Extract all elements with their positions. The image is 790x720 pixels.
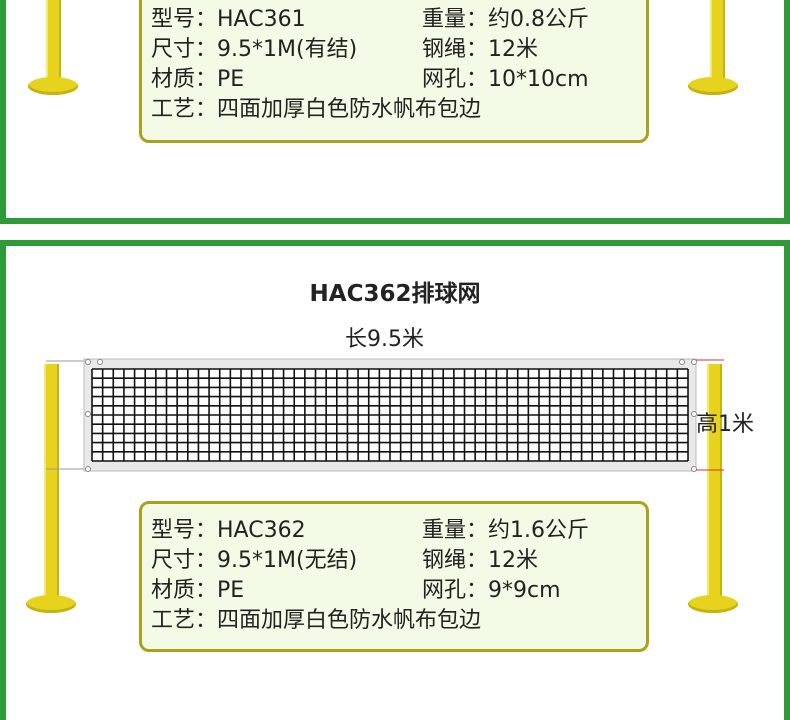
top-spec-box: 型号：HAC361 尺寸：9.5*1M(有结) 材质：PE 工艺：四面加厚白色防… xyxy=(139,0,649,143)
size-row: 尺寸：9.5*1M(无结) xyxy=(151,546,357,576)
size-label: 尺寸： xyxy=(151,548,218,573)
top-product-panel: 型号：HAC361 尺寸：9.5*1M(有结) 材质：PE 工艺：四面加厚白色防… xyxy=(0,0,790,224)
size-value: 9.5*1M(有结) xyxy=(217,37,358,62)
weight-value: 约1.6公斤 xyxy=(488,518,590,543)
model-row: 型号：HAC361 xyxy=(151,5,306,35)
net-grommet xyxy=(85,466,91,472)
weight-label: 重量： xyxy=(422,518,489,543)
mesh-value: 9*9cm xyxy=(488,578,561,603)
volleyball-net xyxy=(46,358,724,472)
weight-value: 约0.8公斤 xyxy=(488,7,590,32)
rope-value: 12米 xyxy=(488,37,539,62)
net-grommet xyxy=(85,359,91,365)
left-pole-base xyxy=(26,595,76,613)
net-grommet xyxy=(691,466,697,472)
model-row: 型号：HAC362 xyxy=(151,516,306,546)
right-pole-base xyxy=(688,77,738,95)
right-pole xyxy=(707,364,722,604)
right-pole-base xyxy=(688,595,738,613)
height-label: 高1米 xyxy=(696,412,754,437)
mesh-label: 网孔： xyxy=(422,578,489,603)
left-pole xyxy=(44,364,59,604)
net-grommet xyxy=(691,359,697,365)
craft-label: 工艺： xyxy=(151,97,218,122)
rope-label: 钢绳： xyxy=(422,37,489,62)
rope-row: 钢绳：12米 xyxy=(422,546,538,576)
product-title: HAC362排球网 xyxy=(309,281,481,307)
size-row: 尺寸：9.5*1M(有结) xyxy=(151,35,357,65)
material-value: PE xyxy=(217,578,245,603)
craft-row: 工艺：四面加厚白色防水帆布包边 xyxy=(151,606,481,636)
model-label: 型号： xyxy=(151,7,218,32)
weight-row: 重量：约1.6公斤 xyxy=(422,516,589,546)
net-grommet xyxy=(679,359,685,365)
weight-label: 重量： xyxy=(422,7,489,32)
mesh-label: 网孔： xyxy=(422,67,489,92)
material-label: 材质： xyxy=(151,67,218,92)
rope-row: 钢绳：12米 xyxy=(422,35,538,65)
net-grommet xyxy=(85,411,91,417)
length-label: 长9.5米 xyxy=(345,327,424,352)
rope-label: 钢绳： xyxy=(422,548,489,573)
model-value: HAC362 xyxy=(217,518,306,543)
net-grommet xyxy=(691,411,697,417)
left-pole xyxy=(46,0,61,86)
bottom-product-panel: HAC362排球网 长9.5米 高1米 型号：HAC362 尺寸：9.5*1M(… xyxy=(0,240,790,720)
mesh-row: 网孔：10*10cm xyxy=(422,65,589,95)
craft-value: 四面加厚白色防水帆布包边 xyxy=(217,608,482,633)
model-label: 型号： xyxy=(151,518,218,543)
craft-label: 工艺： xyxy=(151,608,218,633)
left-pole-base xyxy=(28,77,78,95)
right-pole xyxy=(710,0,725,86)
net-grommet xyxy=(97,359,103,365)
mesh-value: 10*10cm xyxy=(488,67,589,92)
rope-value: 12米 xyxy=(488,548,539,573)
craft-value: 四面加厚白色防水帆布包边 xyxy=(217,97,482,122)
size-value: 9.5*1M(无结) xyxy=(217,548,358,573)
mesh-row: 网孔：9*9cm xyxy=(422,576,561,606)
model-value: HAC361 xyxy=(217,7,306,32)
material-row: 材质：PE xyxy=(151,65,244,95)
material-value: PE xyxy=(217,67,245,92)
bottom-spec-box: 型号：HAC362 尺寸：9.5*1M(无结) 材质：PE 工艺：四面加厚白色防… xyxy=(139,501,649,652)
weight-row: 重量：约0.8公斤 xyxy=(422,5,589,35)
material-row: 材质：PE xyxy=(151,576,244,606)
craft-row: 工艺：四面加厚白色防水帆布包边 xyxy=(151,95,481,125)
material-label: 材质： xyxy=(151,578,218,603)
size-label: 尺寸： xyxy=(151,37,218,62)
